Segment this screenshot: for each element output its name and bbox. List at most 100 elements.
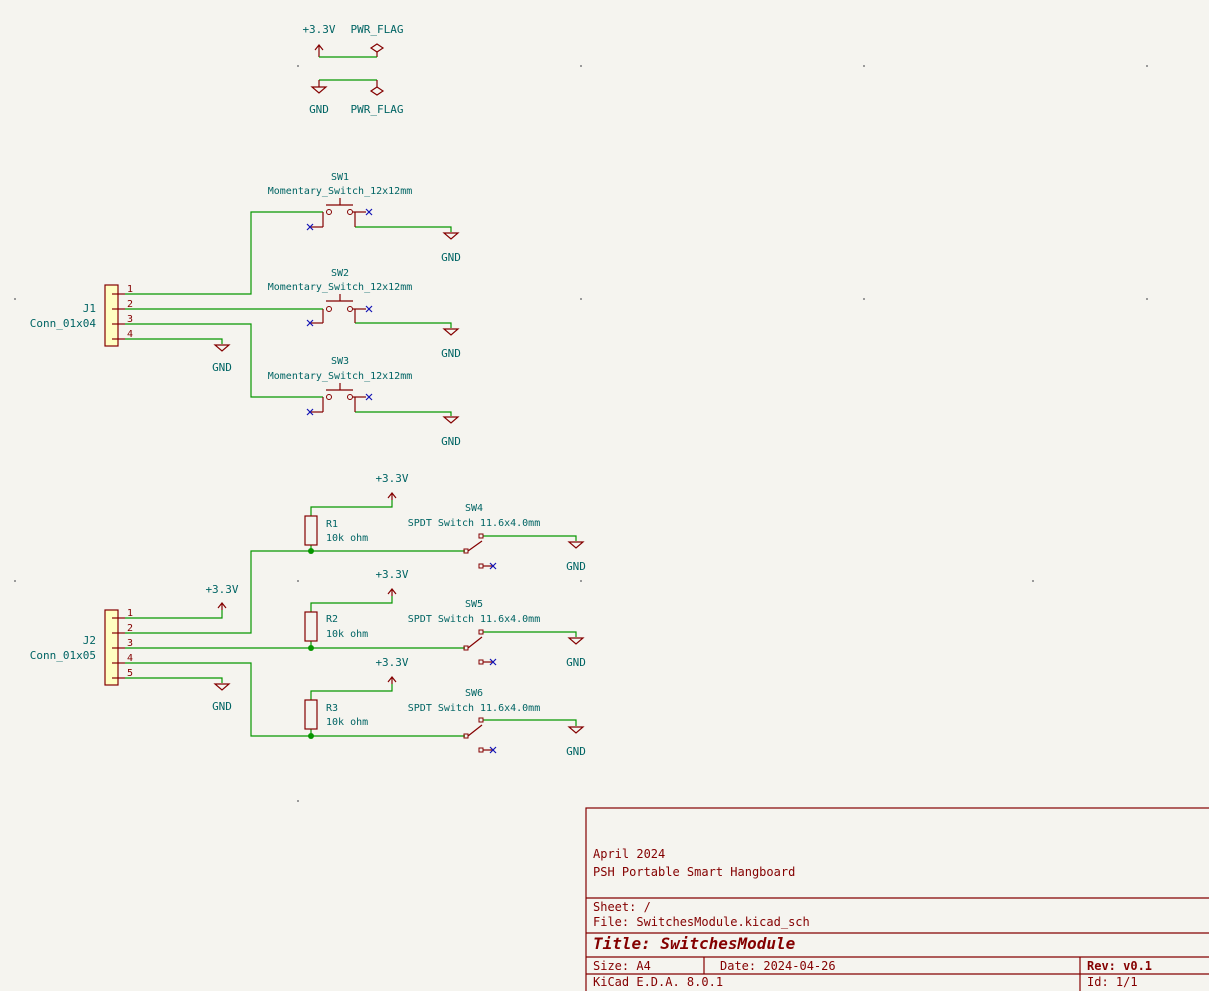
title-block-tool: KiCad E.D.A. 8.0.1 (593, 975, 723, 989)
j2-pin-5: 5 (127, 668, 133, 679)
gnd-label: GND (212, 361, 232, 374)
no-connect-icon (489, 658, 497, 666)
r1-value: 10k ohm (326, 533, 368, 544)
j1-pin-3: 3 (127, 314, 133, 325)
grid-dots (14, 65, 1148, 802)
power-flag-group: +3.3V PWR_FLAG GND PWR_FLAG (302, 23, 403, 116)
momentary-switch-sw1[interactable]: SW1 Momentary_Switch_12x12mm GND (268, 172, 461, 264)
gnd-label: GND (566, 745, 586, 758)
junction-dot (308, 548, 314, 554)
resistor-r3[interactable] (304, 699, 318, 730)
title-block-project: PSH Portable Smart Hangboard (593, 865, 795, 879)
title-block-sheet: Sheet: / (593, 900, 651, 914)
gnd-icon (567, 726, 585, 734)
power-arrow-icon (387, 588, 397, 595)
pwr-label: +3.3V (205, 583, 238, 596)
pwr-flag-icon (369, 86, 385, 96)
gnd-icon (442, 232, 460, 240)
sw1-ref: SW1 (331, 172, 349, 183)
r3-ref: R3 (326, 703, 338, 714)
pwr-flag-label: PWR_FLAG (351, 23, 404, 36)
sw3-value: Momentary_Switch_12x12mm (268, 371, 413, 382)
j1-pin-4: 4 (127, 329, 133, 340)
j2-power: +3.3V GND (205, 583, 238, 713)
pwr-label: +3.3V (375, 568, 408, 581)
r3-value: 10k ohm (326, 717, 368, 728)
j2-pin-4: 4 (127, 653, 133, 664)
gnd-icon (567, 637, 585, 645)
gnd-icon (567, 541, 585, 549)
title-block-date: Date: 2024-04-26 (720, 959, 836, 973)
gnd-icon (213, 683, 231, 691)
title-block-date-text: April 2024 (593, 847, 665, 861)
sw6-value: SPDT Switch 11.6x4.0mm (408, 703, 540, 714)
gnd-label: GND (212, 700, 232, 713)
j2-value: Conn_01x05 (30, 649, 96, 662)
connector-j1[interactable]: J1 Conn_01x04 1 2 3 4 (30, 284, 133, 347)
gnd-label: GND (441, 347, 461, 360)
no-connect-icon (365, 305, 373, 313)
sw3-ref: SW3 (331, 356, 349, 367)
gnd-label: GND (566, 656, 586, 669)
j1-wires (125, 211, 452, 416)
sw4-ref: SW4 (465, 503, 483, 514)
no-connect-icon (365, 208, 373, 216)
j2-wires (125, 500, 577, 737)
j1-value: Conn_01x04 (30, 317, 97, 330)
power-arrow-icon (217, 602, 227, 609)
power-arrow-icon (387, 676, 397, 683)
no-connect-icon (306, 319, 314, 327)
title-block-rev: Rev: v0.1 (1087, 959, 1152, 973)
j1-gnd: GND (212, 344, 232, 374)
junction-dot (308, 733, 314, 739)
sw5-value: SPDT Switch 11.6x4.0mm (408, 614, 540, 625)
j1-pin-1: 1 (127, 284, 133, 295)
gnd-label: GND (441, 251, 461, 264)
spdt-switch-sw6[interactable]: +3.3V R3 10k ohm SW6 SPDT Switch 11.6x4.… (304, 656, 586, 758)
no-connect-icon (306, 408, 314, 416)
r2-value: 10k ohm (326, 629, 368, 640)
spdt-switch-sw5[interactable]: +3.3V R2 10k ohm SW5 SPDT Switch 11.6x4.… (304, 568, 586, 669)
no-connect-icon (365, 393, 373, 401)
no-connect-icon (489, 746, 497, 754)
momentary-switch-sw3[interactable]: SW3 Momentary_Switch_12x12mm GND (268, 356, 461, 448)
pwr-label: +3.3V (375, 656, 408, 669)
title-block-title: Title: SwitchesModule (593, 934, 796, 953)
power-arrow-icon (387, 492, 397, 499)
sw2-ref: SW2 (331, 268, 349, 279)
r1-ref: R1 (326, 519, 338, 530)
j2-ref: J2 (83, 634, 96, 647)
j2-pin-2: 2 (127, 623, 133, 634)
gnd-icon (213, 344, 231, 352)
pwr-label: +3.3V (375, 472, 408, 485)
j1-ref: J1 (83, 302, 96, 315)
sw2-value: Momentary_Switch_12x12mm (268, 282, 413, 293)
pwr-flag-label: PWR_FLAG (351, 103, 404, 116)
no-connect-icon (306, 223, 314, 231)
resistor-r2[interactable] (304, 611, 318, 642)
gnd-icon (442, 416, 460, 424)
r2-ref: R2 (326, 614, 338, 625)
spdt-switch-sw4[interactable]: +3.3V R1 10k ohm SW4 SPDT Switch 11.6x4.… (304, 472, 586, 573)
momentary-switch-sw2[interactable]: SW2 Momentary_Switch_12x12mm GND (268, 268, 461, 360)
j2-pin-3: 3 (127, 638, 133, 649)
sw4-value: SPDT Switch 11.6x4.0mm (408, 518, 540, 529)
j2-pin-1: 1 (127, 608, 133, 619)
title-block (585, 807, 1209, 991)
gnd-label: GND (441, 435, 461, 448)
title-block-size: Size: A4 (593, 959, 651, 973)
connector-j2[interactable]: J2 Conn_01x05 1 2 3 4 5 (30, 608, 133, 686)
title-block-id: Id: 1/1 (1087, 975, 1138, 989)
sw5-ref: SW5 (465, 599, 483, 610)
sw1-value: Momentary_Switch_12x12mm (268, 186, 413, 197)
title-block-file: File: SwitchesModule.kicad_sch (593, 915, 810, 929)
gnd-label: GND (566, 560, 586, 573)
pwr-label: +3.3V (302, 23, 335, 36)
pwr-flag-icon (369, 43, 385, 53)
gnd-icon (310, 86, 328, 94)
junction-dot (308, 645, 314, 651)
j1-pin-2: 2 (127, 299, 133, 310)
gnd-label: GND (309, 103, 329, 116)
resistor-r1[interactable] (304, 515, 318, 546)
